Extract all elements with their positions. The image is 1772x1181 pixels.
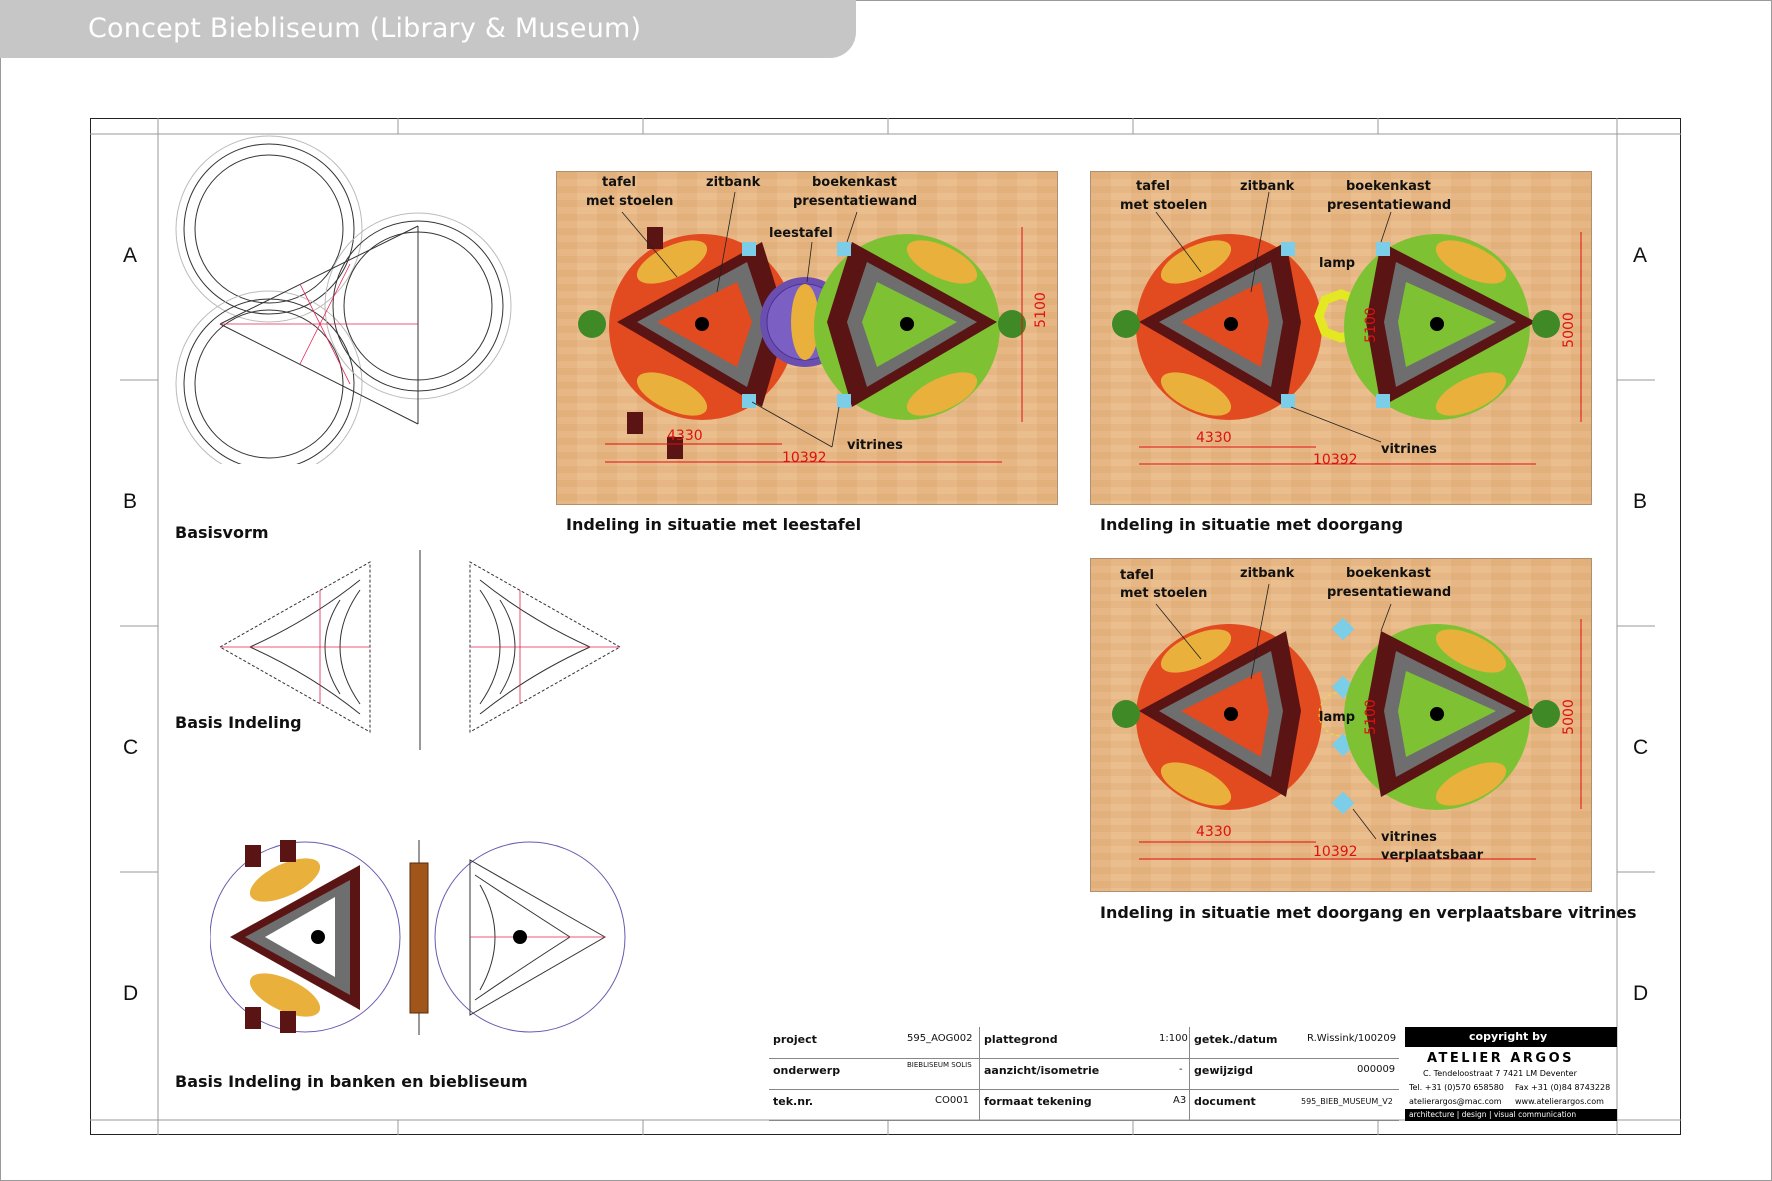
getek-value: R.Wissink/100209 bbox=[1307, 1033, 1397, 1044]
label-zitbank: zitbank bbox=[706, 175, 761, 190]
getek-label: getek./datum bbox=[1194, 1033, 1278, 1046]
row-letter-b-left: B bbox=[123, 490, 138, 513]
dim-10392-2: 10392 bbox=[1313, 452, 1358, 468]
gewijzigd-value: 000009 bbox=[1357, 1064, 1396, 1075]
caption-basis-banken: Basis Indeling in banken en biebliseum bbox=[175, 1072, 528, 1091]
label-boekenkast-2: boekenkast bbox=[1346, 179, 1431, 194]
caption-basis-indeling: Basis Indeling bbox=[175, 713, 302, 732]
project-label: project bbox=[773, 1033, 817, 1046]
document-label: document bbox=[1194, 1095, 1256, 1108]
basis-banken-diagram bbox=[210, 840, 626, 1035]
label-lamp-3: lamp bbox=[1319, 710, 1356, 725]
company-web: www.atelierargos.com bbox=[1515, 1097, 1604, 1106]
dim-5100-2: 5100 bbox=[1362, 307, 1379, 343]
label-boekenkast: boekenkast bbox=[812, 175, 897, 190]
gewijzigd-label: gewijzigd bbox=[1194, 1064, 1253, 1077]
basisvorm-diagram bbox=[175, 135, 512, 464]
aanzicht-label: aanzicht/isometrie bbox=[984, 1064, 1100, 1077]
drawing-sheet bbox=[90, 118, 1681, 1135]
row-letter-a-right: A bbox=[1633, 244, 1648, 267]
formaat-value: A3 bbox=[1173, 1095, 1187, 1106]
dim-10392-3: 10392 bbox=[1313, 844, 1358, 860]
dim-4330: 4330 bbox=[667, 428, 703, 444]
row-letter-d-left: D bbox=[123, 982, 139, 1005]
label-presentatiewand: presentatiewand bbox=[793, 194, 918, 209]
plattegrond-label: plattegrond bbox=[984, 1033, 1058, 1046]
dim-5100-3: 5100 bbox=[1362, 699, 1379, 735]
title-block-row-1: project 595_AOG002 plattegrond 1:100 get… bbox=[769, 1027, 1399, 1059]
plan-doorgang: tafel met stoelen zitbank boekenkast pre… bbox=[1090, 171, 1592, 505]
company-address: C. Tendeloostraat 7 7421 LM Deventer bbox=[1423, 1069, 1577, 1078]
label-tafel: tafel bbox=[602, 175, 636, 190]
header-tab: Concept Biebliseum (Library & Museum) bbox=[0, 0, 856, 58]
tb-divider-1 bbox=[979, 1027, 980, 1121]
copyright-bar: copyright by bbox=[1405, 1027, 1617, 1047]
label-vitrines: vitrines bbox=[847, 438, 903, 453]
project-value: 595_AOG002 bbox=[907, 1033, 973, 1044]
label-lamp: lamp bbox=[1319, 256, 1356, 271]
onderwerp-label: onderwerp bbox=[773, 1064, 841, 1077]
label-zitbank-3: zitbank bbox=[1240, 566, 1295, 581]
dim-4330-2: 4330 bbox=[1196, 430, 1232, 446]
plan-verplaatsbare-vitrines: tafel met stoelen zitbank boekenkast pre… bbox=[1090, 558, 1592, 892]
title-block-row-2: onderwerp BIEBLISEUM SOLIS aanzicht/isom… bbox=[769, 1058, 1399, 1090]
label-tafel-2: tafel bbox=[1136, 179, 1170, 194]
onderwerp-value: BIEBLISEUM SOLIS bbox=[907, 1061, 972, 1069]
label-met-stoelen-2: met stoelen bbox=[1120, 198, 1208, 213]
label-vitrines-2: vitrines bbox=[1381, 442, 1437, 457]
dim-5100: 5100 bbox=[1032, 292, 1049, 328]
dim-4330-3: 4330 bbox=[1196, 824, 1232, 840]
dim-10392: 10392 bbox=[782, 450, 827, 466]
company-fax: Fax +31 (0)84 8743228 bbox=[1515, 1083, 1611, 1092]
caption-plan-doorgang: Indeling in situatie met doorgang bbox=[1100, 515, 1404, 534]
company-name: ATELIER ARGOS bbox=[1427, 1051, 1574, 1066]
row-letter-b-right: B bbox=[1633, 490, 1648, 513]
label-presentatiewand-3: presentatiewand bbox=[1327, 585, 1452, 600]
dim-5000-3: 5000 bbox=[1560, 699, 1577, 735]
row-letter-c-right: C bbox=[1633, 736, 1649, 759]
title-block-row-3: tek.nr. CO001 formaat tekening A3 docume… bbox=[769, 1089, 1399, 1121]
row-letter-c-left: C bbox=[123, 736, 139, 759]
plattegrond-value: 1:100 bbox=[1159, 1033, 1188, 1044]
company-logo-block: copyright by ATELIER ARGOS C. Tendeloost… bbox=[1405, 1027, 1617, 1121]
document-value: 595_BIEB_MUSEUM_V2 bbox=[1301, 1097, 1393, 1106]
label-met-stoelen: met stoelen bbox=[586, 194, 674, 209]
page-title: Concept Biebliseum (Library & Museum) bbox=[88, 13, 642, 44]
label-leestafel: leestafel bbox=[769, 226, 833, 241]
label-verplaatsbaar: verplaatsbaar bbox=[1381, 848, 1484, 863]
caption-plan-vitrines: Indeling in situatie met doorgang en ver… bbox=[1100, 903, 1637, 922]
label-presentatiewand-2: presentatiewand bbox=[1327, 198, 1452, 213]
label-tafel-3: tafel bbox=[1120, 568, 1154, 583]
company-tel: Tel. +31 (0)570 658580 bbox=[1409, 1083, 1504, 1092]
teknr-label: tek.nr. bbox=[773, 1095, 814, 1108]
tb-divider-2 bbox=[1189, 1027, 1190, 1121]
label-met-stoelen-3: met stoelen bbox=[1120, 586, 1208, 601]
plan-leestafel: tafel met stoelen zitbank boekenkast pre… bbox=[556, 171, 1058, 505]
formaat-label: formaat tekening bbox=[984, 1095, 1092, 1108]
row-letter-a-left: A bbox=[123, 244, 138, 267]
tagline-bar: architecture | design | visual communica… bbox=[1405, 1109, 1617, 1121]
label-vitrines-3: vitrines bbox=[1381, 830, 1437, 845]
label-boekenkast-3: boekenkast bbox=[1346, 566, 1431, 581]
basis-indeling-diagram bbox=[218, 550, 622, 750]
copyright-label: copyright by bbox=[1469, 1030, 1548, 1043]
aanzicht-value: - bbox=[1179, 1064, 1183, 1075]
company-email: atelierargos@mac.com bbox=[1409, 1097, 1502, 1106]
label-zitbank-2: zitbank bbox=[1240, 179, 1295, 194]
title-block: project 595_AOG002 plattegrond 1:100 get… bbox=[769, 1027, 1617, 1121]
dim-5000: 5000 bbox=[1560, 312, 1577, 348]
row-letter-d-right: D bbox=[1633, 982, 1649, 1005]
teknr-value: CO001 bbox=[935, 1095, 969, 1106]
caption-plan-leestafel: Indeling in situatie met leestafel bbox=[566, 515, 862, 534]
caption-basisvorm: Basisvorm bbox=[175, 523, 269, 542]
company-tagline: architecture | design | visual communica… bbox=[1409, 1110, 1577, 1119]
